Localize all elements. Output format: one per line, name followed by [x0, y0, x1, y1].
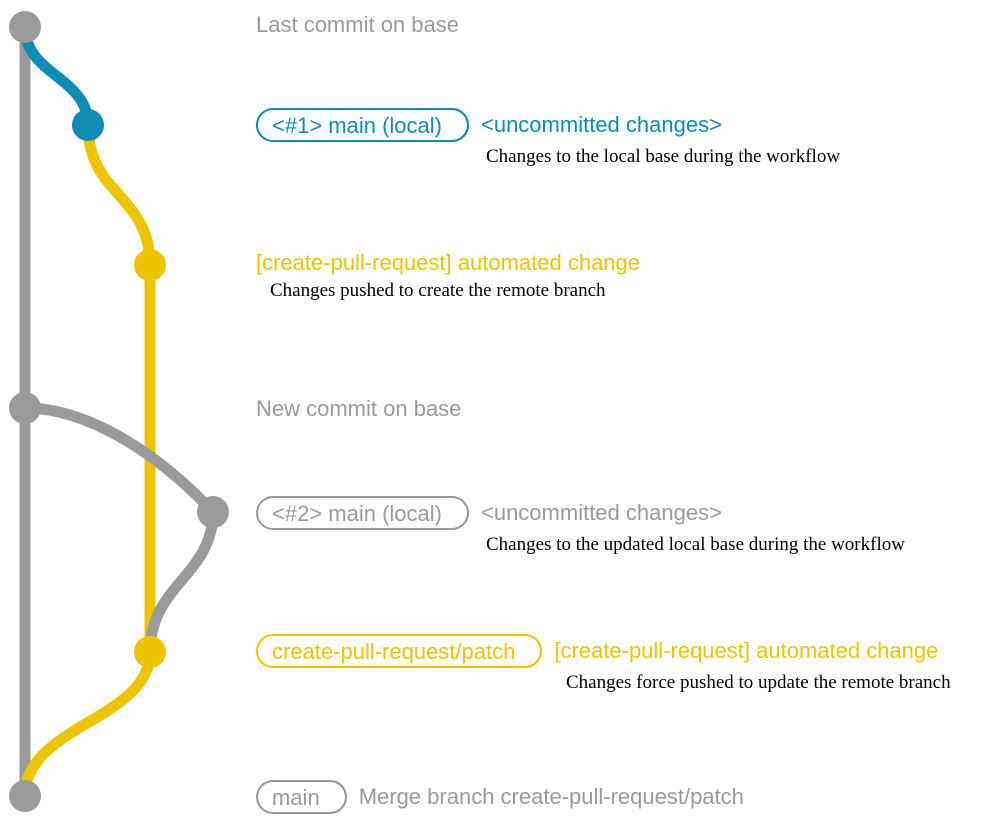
- commit-entry-remote-2: create-pull-request/patch [create-pull-r…: [256, 634, 951, 694]
- commit-entry-base-merge: main Merge branch create-pull-request/pa…: [256, 780, 744, 814]
- commit-subject: [create-pull-request] automated change: [554, 638, 939, 663]
- commit-headline: Last commit on base: [256, 12, 459, 38]
- ref-badge-create-pull-request-patch[interactable]: create-pull-request/patch: [256, 634, 543, 668]
- commit-entry-remote-1: [create-pull-request] automated change C…: [256, 250, 640, 302]
- commit-subject: <uncommitted changes>: [480, 112, 722, 137]
- ref-badge-main-local-1[interactable]: <#1> main (local): [256, 108, 469, 142]
- edge-local1-to-remote1: [82, 119, 156, 271]
- commit-node-base-last[interactable]: [9, 11, 41, 43]
- commit-headline: <#1> main (local) <uncommitted changes>: [256, 108, 840, 142]
- commit-entry-local-1: <#1> main (local) <uncommitted changes> …: [256, 108, 840, 168]
- commit-headline: create-pull-request/patch [create-pull-r…: [256, 634, 951, 668]
- commit-node-local-1[interactable]: [72, 109, 104, 141]
- commit-headline: <#2> main (local) <uncommitted changes>: [256, 496, 905, 530]
- commit-node-remote-1[interactable]: [134, 249, 166, 281]
- commit-entry-base-new: New commit on base: [256, 396, 461, 422]
- commit-headline: New commit on base: [256, 396, 461, 422]
- commit-headline: [create-pull-request] automated change: [256, 250, 640, 276]
- commit-node-base-merge[interactable]: [9, 780, 41, 812]
- ref-badge-main[interactable]: main: [256, 780, 347, 814]
- commit-subject: Last commit on base: [256, 12, 459, 37]
- commit-subject: [create-pull-request] automated change: [256, 250, 641, 275]
- commit-headline: main Merge branch create-pull-request/pa…: [256, 780, 744, 814]
- commit-description: Changes to the updated local base during…: [486, 534, 905, 555]
- commit-subject: New commit on base: [256, 396, 462, 421]
- commit-node-remote-2[interactable]: [134, 636, 166, 668]
- edge-local2-to-remote2: [144, 506, 219, 658]
- commit-subject: <uncommitted changes>: [480, 500, 722, 525]
- edge-remote2-to-merge: [19, 646, 156, 802]
- commit-entry-local-2: <#2> main (local) <uncommitted changes> …: [256, 496, 905, 556]
- commit-node-local-2[interactable]: [197, 496, 229, 528]
- ref-badge-main-local-2[interactable]: <#2> main (local): [256, 496, 469, 530]
- commit-description: Changes pushed to create the remote bran…: [270, 280, 606, 301]
- commit-entry-base-last: Last commit on base: [256, 12, 459, 38]
- edge-basenew-to-local2: [19, 402, 219, 518]
- commit-subject: Merge branch create-pull-request/patch: [358, 784, 744, 809]
- commit-node-base-new[interactable]: [9, 392, 41, 424]
- commit-description: Changes force pushed to update the remot…: [566, 672, 951, 693]
- commit-description: Changes to the local base during the wor…: [486, 146, 841, 167]
